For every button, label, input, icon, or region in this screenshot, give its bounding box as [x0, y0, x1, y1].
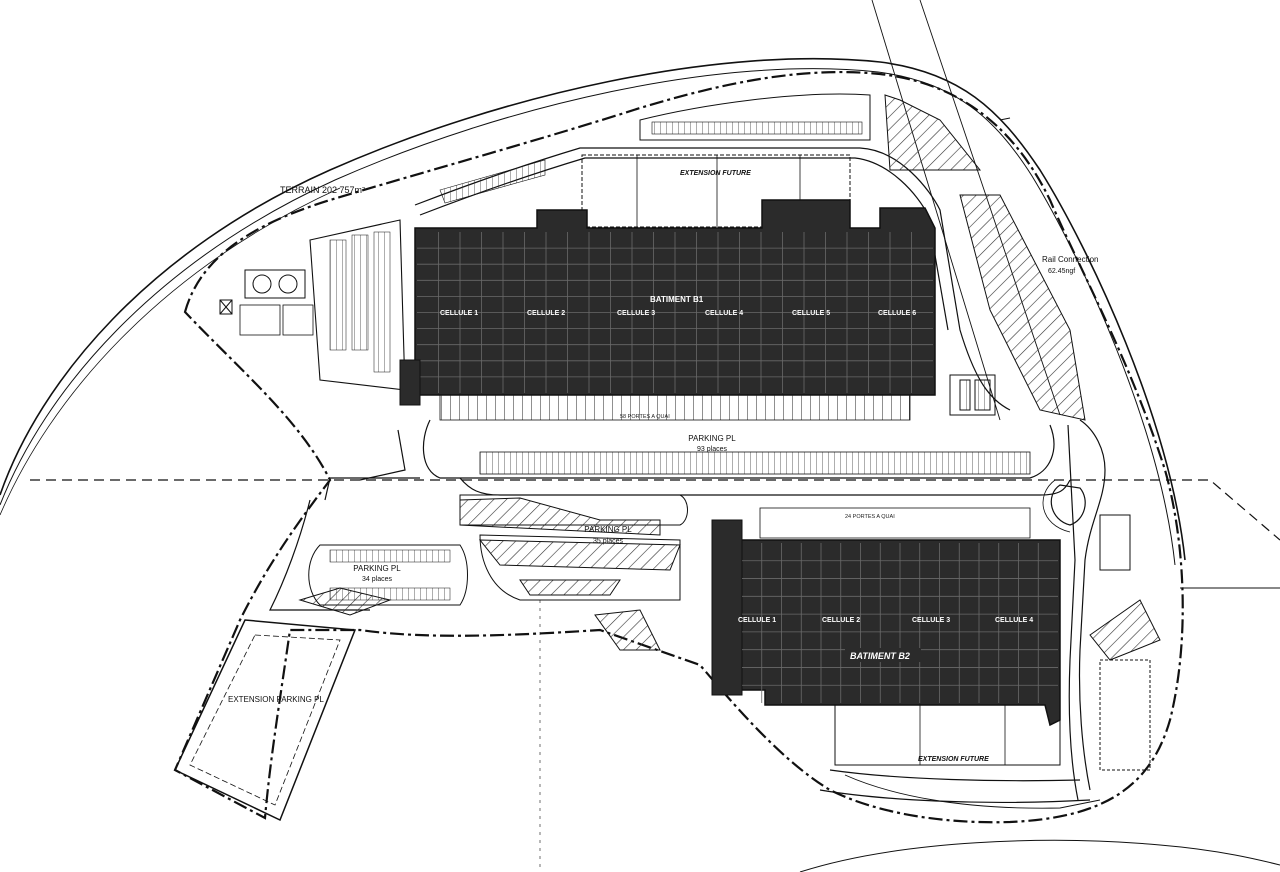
b1-cell-2-label: CELLULE 2	[527, 310, 565, 317]
building-b1: CELLULE 1 CELLULE 2 CELLULE 3 CELLULE 4 …	[399, 154, 936, 421]
b1-cell-labels: CELLULE 1 CELLULE 2 CELLULE 3 CELLULE 4 …	[440, 310, 916, 317]
b2-cell-1-label: CELLULE 1	[738, 617, 776, 624]
b1-cell-5-label: CELLULE 5	[792, 310, 830, 317]
car-park-west	[219, 219, 406, 391]
b2-building-label: BATIMENT B2	[850, 651, 910, 661]
b1-cell-6-label: CELLULE 6	[878, 310, 916, 317]
b1-building-label: BATIMENT B1	[650, 295, 704, 304]
b1-extension-label: EXTENSION FUTURE	[680, 170, 751, 177]
b1-docks-label: 58 PORTES A QUAI	[620, 414, 670, 420]
rail-connection: Rail Connection 62.45ngf	[1042, 255, 1098, 275]
terrain-label: TERRAIN 202 757m²	[280, 185, 365, 195]
b2-extension-dividers	[919, 705, 1006, 765]
rail-connection-label: Rail Connection	[1042, 255, 1098, 264]
parking-pl-middle-places: 35 places	[593, 538, 623, 545]
b2-extension-label: EXTENSION FUTURE	[918, 756, 989, 763]
b1-cell-1-label: CELLULE 1	[440, 310, 478, 317]
rail-connection-level: 62.45ngf	[1048, 268, 1075, 275]
parking-pl-left: PARKING PL 34 places	[308, 544, 468, 606]
parking-pl-middle-name: PARKING PL	[584, 525, 632, 534]
parking-pl-main: PARKING PL 93 places	[479, 434, 1031, 475]
top-car-park	[439, 93, 871, 204]
parking-pl-left-places: 34 places	[362, 576, 392, 583]
b1-extension-zone	[581, 154, 851, 228]
building-b2: CELLULE 1 CELLULE 2 CELLULE 3 CELLULE 4 …	[711, 507, 1061, 766]
b2-cell-3-label: CELLULE 3	[912, 617, 950, 624]
extension-parking-label: EXTENSION PARKING PL	[228, 695, 324, 704]
b2-docks-label: 24 PORTES A QUAI	[845, 514, 895, 520]
parking-pl-middle: PARKING PL 35 places	[459, 494, 688, 601]
parking-pl-left-name: PARKING PL	[353, 564, 401, 573]
parking-pl-main-name: PARKING PL	[688, 434, 736, 443]
b1-cell-4-label: CELLULE 4	[705, 310, 743, 317]
b2-cell-2-label: CELLULE 2	[822, 617, 860, 624]
b2-cell-4-label: CELLULE 4	[995, 617, 1033, 624]
right-features	[844, 374, 1151, 809]
parking-pl-main-places: 93 places	[697, 446, 727, 453]
b2-structural-grid	[742, 543, 1058, 703]
extension-parking: EXTENSION PARKING PL	[174, 619, 357, 822]
b1-structural-grid	[417, 232, 933, 393]
hatched-zones	[298, 94, 1161, 661]
b1-cell-3-label: CELLULE 3	[617, 310, 655, 317]
b2-cell-labels: CELLULE 1 CELLULE 2 CELLULE 3 CELLULE 4	[738, 617, 1033, 624]
